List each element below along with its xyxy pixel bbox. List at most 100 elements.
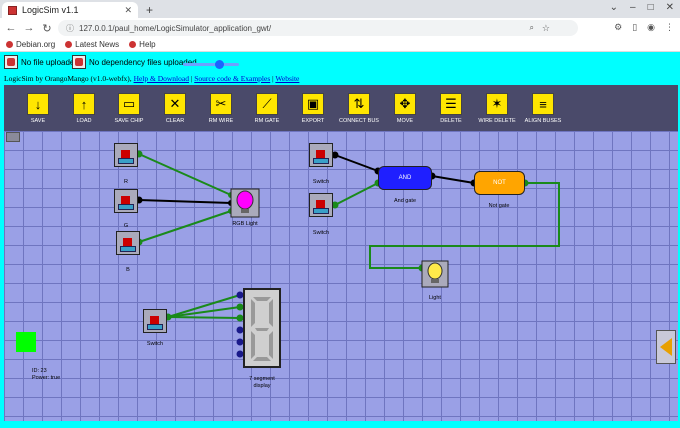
close-tab-icon[interactable]: ✕	[124, 4, 132, 15]
switch-1[interactable]	[309, 143, 333, 167]
back-icon[interactable]: ←	[5, 22, 17, 34]
wire[interactable]	[369, 182, 560, 269]
align-buses-button[interactable]: ≡ALIGN BUSES	[523, 93, 563, 129]
speed-slider[interactable]	[183, 60, 239, 69]
profile-icon[interactable]: ◉	[647, 22, 655, 32]
debian-icon	[6, 41, 13, 48]
expand-panel-arrow[interactable]	[656, 330, 676, 364]
tab-title: LogicSim v1.1	[22, 5, 79, 15]
switch-b[interactable]	[116, 231, 140, 255]
browser-tab[interactable]: LogicSim v1.1 ✕	[2, 2, 138, 18]
switch-g-label: G	[123, 223, 129, 229]
help-download-link[interactable]: Help & Download	[133, 74, 189, 83]
url-text: 127.0.0.1/paul_home/LogicSimulator_appli…	[79, 23, 272, 33]
website-link[interactable]: Website	[275, 74, 300, 83]
bookmark-help[interactable]: Help	[129, 40, 156, 49]
reload-icon[interactable]: ↻	[42, 22, 52, 35]
load-button[interactable]: ↑LOAD	[64, 93, 104, 129]
url-input[interactable]: ⓘ 127.0.0.1/paul_home/LogicSimulator_app…	[58, 20, 578, 36]
wire-delete-icon: ✶	[486, 93, 508, 115]
wire[interactable]	[334, 154, 379, 172]
zoom-icon[interactable]: ⌕	[529, 23, 534, 32]
wire[interactable]	[167, 306, 241, 318]
minimize-icon[interactable]: –	[630, 2, 636, 13]
dependency-upload-icon[interactable]	[72, 55, 86, 69]
dependency-upload[interactable]: No dependency files uploaded	[72, 55, 197, 69]
switch-bottom[interactable]	[143, 309, 167, 333]
extensions-icon[interactable]: ⚙	[614, 22, 623, 32]
close-window-icon[interactable]: ✕	[665, 2, 674, 13]
file-upload-icon[interactable]	[4, 55, 18, 69]
clear-button[interactable]: ✕CLEAR	[155, 93, 195, 129]
favicon-icon	[8, 5, 17, 15]
star-icon[interactable]: ☆	[541, 22, 550, 33]
seven-segment-label-1: 7 segment	[249, 376, 275, 382]
address-bar: ← → ↻ ⓘ 127.0.0.1/paul_home/LogicSimulat…	[0, 18, 680, 38]
browser-actions: ⚙ ▯ ◉ ⋮	[614, 22, 674, 33]
rm-gate-button[interactable]: ⟋RM GATE	[247, 93, 287, 129]
news-icon	[65, 41, 73, 48]
bookmark-debian[interactable]: Debian.org	[6, 40, 55, 49]
wire[interactable]	[431, 175, 475, 184]
move-button[interactable]: ✥MOVE	[385, 93, 425, 129]
save-icon: ↓	[27, 93, 49, 115]
switch-r-label: R	[124, 179, 128, 185]
wire[interactable]	[138, 199, 232, 204]
dependency-upload-status: No dependency files uploaded	[89, 57, 197, 67]
clear-icon: ✕	[164, 93, 186, 115]
power-readout: Power: true	[32, 375, 61, 381]
wire-delete-button[interactable]: ✶WIRE DELETE	[477, 93, 517, 129]
credit-line: LogicSim by OrangoMango (v1.0-webfx), He…	[4, 74, 300, 83]
not-gate[interactable]: NOT	[474, 171, 525, 195]
window-controls: ⌄ – □ ✕	[610, 2, 674, 13]
switch-r[interactable]	[114, 143, 138, 167]
load-icon: ↑	[73, 93, 95, 115]
save-button[interactable]: ↓SAVE	[18, 93, 58, 129]
info-icon[interactable]: ⓘ	[66, 23, 74, 33]
switch-2-label: Switch	[312, 230, 330, 236]
rm-wire-button[interactable]: ✂RM WIRE	[201, 93, 241, 129]
menu-icon[interactable]: ⋮	[665, 22, 674, 32]
power-indicator	[16, 332, 36, 352]
not-gate-label: Not gate	[488, 203, 510, 209]
chevron-down-icon[interactable]: ⌄	[609, 2, 618, 13]
switch-bottom-label: Switch	[146, 341, 164, 347]
logicsim-app: ↓SAVE ↑LOAD ▭SAVE CHIP ✕CLEAR ✂RM WIRE ⟋…	[4, 85, 678, 421]
wire[interactable]	[167, 316, 241, 319]
maximize-icon[interactable]: □	[647, 2, 654, 13]
switch-1-label: Switch	[312, 179, 330, 185]
bookmark-latest-news[interactable]: Latest News	[65, 40, 119, 49]
tab-bar: LogicSim v1.1 ✕ + ⌄ – □ ✕	[0, 0, 680, 18]
wire[interactable]	[138, 153, 232, 196]
save-chip-button[interactable]: ▭SAVE CHIP	[109, 93, 149, 129]
sidebar-icon[interactable]: ▯	[632, 22, 638, 32]
file-upload[interactable]: No file uploaded	[4, 55, 79, 69]
bookmarks-bar: Debian.org Latest News Help	[0, 38, 680, 52]
wire[interactable]	[167, 294, 241, 318]
slider-thumb[interactable]	[215, 60, 224, 69]
switch-2[interactable]	[309, 193, 333, 217]
chip-icon: ▭	[118, 93, 140, 115]
delete-button[interactable]: ☰DELETE	[431, 93, 471, 129]
source-code-link[interactable]: Source code & Examples	[194, 74, 271, 83]
seven-segment-label-2: display	[253, 383, 271, 389]
align-buses-icon: ≡	[532, 93, 554, 115]
arrow-left-icon	[660, 338, 672, 356]
light-label: Light	[429, 295, 441, 301]
canvas-menu-icon[interactable]	[6, 132, 20, 142]
wires	[135, 150, 560, 368]
connect-bus-icon: ⇅	[348, 93, 370, 115]
wire[interactable]	[138, 210, 232, 243]
export-button[interactable]: ▣EXPORT	[293, 93, 333, 129]
new-tab-icon[interactable]: +	[146, 3, 154, 17]
wire[interactable]	[334, 182, 379, 206]
toolbar: ↓SAVE ↑LOAD ▭SAVE CHIP ✕CLEAR ✂RM WIRE ⟋…	[4, 85, 678, 131]
connect-bus-button[interactable]: ⇅CONNECT BUS	[339, 93, 379, 129]
export-icon: ▣	[302, 93, 324, 115]
move-icon: ✥	[394, 93, 416, 115]
forward-icon[interactable]: →	[23, 22, 35, 34]
help-icon	[129, 41, 137, 48]
circuit-canvas[interactable]: R G B RGB Light Switch Switch AND And ga…	[4, 131, 678, 421]
switch-g[interactable]	[114, 189, 138, 213]
and-gate[interactable]: AND	[378, 166, 432, 190]
